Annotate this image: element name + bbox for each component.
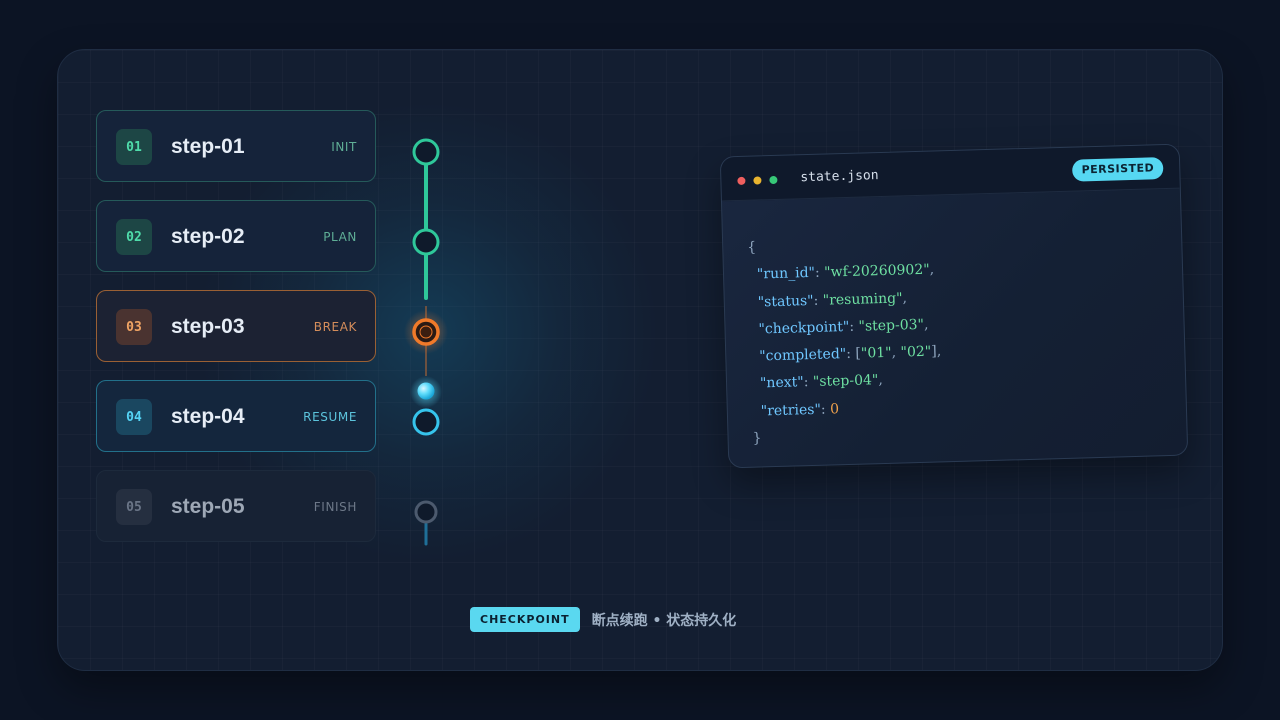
json-value-run-id: wf-20260902 — [830, 262, 924, 281]
node-step-02 — [412, 228, 440, 256]
json-code-block: { "run_id": "wf-20260902", "status": "re… — [747, 239, 942, 447]
json-key-retries: retries — [766, 401, 815, 420]
json-value-completed-1: 02 — [906, 344, 926, 361]
minimize-dot-icon[interactable] — [753, 176, 762, 185]
filename-label: state.json — [800, 168, 879, 186]
json-key-run-id: run_id — [763, 265, 809, 283]
json-key-completed: completed — [765, 346, 841, 365]
json-value-retries: 0 — [829, 401, 840, 418]
step-tag: BREAK — [313, 320, 357, 334]
step-name: step-05 — [171, 495, 245, 518]
footer-legend: CHECKPOINT 断点续跑 • 状态持久化 — [470, 607, 736, 632]
node-step-04 — [412, 408, 440, 436]
step-card-05[interactable]: 05 step-05 FINISH — [96, 470, 376, 542]
step-number-badge: 04 — [116, 399, 152, 435]
step-name: step-04 — [171, 405, 245, 428]
step-number-badge: 05 — [116, 489, 152, 525]
state-json-window: state.json PERSISTED { "run_id": "wf-202… — [719, 143, 1189, 469]
json-value-checkpoint: step-03 — [864, 316, 918, 335]
node-step-05 — [414, 500, 438, 524]
step-name: step-02 — [171, 225, 245, 248]
json-key-checkpoint: checkpoint — [764, 319, 844, 338]
step-number-badge: 03 — [116, 309, 152, 345]
json-value-status: resuming — [828, 290, 897, 309]
node-step-03-core — [419, 325, 433, 339]
step-number-badge: 01 — [116, 129, 152, 165]
json-value-next: step-04 — [819, 372, 873, 391]
step-card-02[interactable]: 02 step-02 PLAN — [96, 200, 376, 272]
step-name: step-03 — [171, 315, 245, 338]
json-open-brace: { — [747, 239, 757, 256]
json-key-next: next — [766, 374, 798, 392]
step-tag: PLAN — [323, 230, 357, 244]
json-close-brace: } — [752, 430, 762, 447]
close-dot-icon[interactable] — [737, 176, 746, 185]
step-card-03[interactable]: 03 step-03 BREAK — [96, 290, 376, 362]
json-key-status: status — [763, 292, 808, 310]
step-number-badge: 02 — [116, 219, 152, 255]
step-card-01[interactable]: 01 step-01 INIT — [96, 110, 376, 182]
footer-caption: 断点续跑 • 状态持久化 — [591, 612, 737, 629]
step-card-04[interactable]: 04 step-04 RESUME — [96, 380, 376, 452]
step-tag: INIT — [331, 140, 357, 154]
step-name: step-01 — [171, 135, 245, 158]
json-value-completed-0: 01 — [867, 345, 886, 362]
persisted-badge: PERSISTED — [1072, 157, 1164, 182]
step-tag: RESUME — [303, 410, 357, 424]
node-step-01 — [412, 138, 440, 166]
step-tag: FINISH — [313, 500, 357, 514]
checkpoint-pill: CHECKPOINT — [470, 607, 580, 632]
progress-timeline — [404, 138, 514, 546]
maximize-dot-icon[interactable] — [769, 175, 778, 185]
resume-marker-orb — [417, 382, 435, 400]
